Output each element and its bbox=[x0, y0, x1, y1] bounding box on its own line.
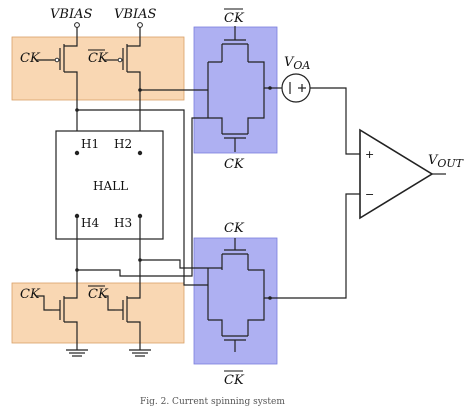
switch-bottom-label-top: CK bbox=[224, 221, 245, 236]
hall-pin-h2: H2 bbox=[114, 137, 132, 151]
vbias-label-1: VBIAS bbox=[50, 7, 92, 22]
figure-caption: Fig. 2. Current spinning system bbox=[140, 397, 285, 406]
bottom-ground-switch-region bbox=[11, 282, 185, 344]
opamp-plus: + bbox=[365, 148, 374, 161]
bottom-chopper-switch bbox=[207, 238, 272, 352]
hall-pin-h1: H1 bbox=[81, 137, 99, 151]
ck-bottom-label-1: CK bbox=[20, 287, 41, 302]
ground-icon-1 bbox=[66, 345, 88, 357]
vbias-terminal-1 bbox=[74, 22, 80, 28]
switch-top-label-top: CK bbox=[224, 11, 245, 26]
voa-label: VOA bbox=[284, 55, 310, 72]
hall-pin-h4: H4 bbox=[81, 216, 99, 230]
vout-label: VOUT bbox=[428, 153, 465, 170]
opamp-minus: − bbox=[365, 188, 374, 201]
switch-top-label-bottom: CK bbox=[224, 157, 245, 172]
hall-pin-h3: H3 bbox=[114, 216, 132, 230]
vbias-label-2: VBIAS bbox=[114, 7, 156, 22]
ck-top-label-1: CK bbox=[20, 51, 41, 66]
ck-bottom-label-2: CK bbox=[88, 287, 109, 302]
top-chopper-switch bbox=[207, 26, 272, 152]
top-transistor-2 bbox=[117, 27, 141, 93]
ck-top-label-2: CK bbox=[88, 51, 109, 66]
hall-title: HALL bbox=[93, 179, 128, 193]
opamp-triangle bbox=[359, 128, 434, 220]
ground-icon-2 bbox=[129, 345, 151, 357]
hall-sensor-box bbox=[55, 130, 164, 240]
bottom-transistor-1 bbox=[52, 290, 78, 345]
bottom-transistor-2 bbox=[115, 290, 141, 345]
switch-bottom-label-bottom: CK bbox=[224, 373, 245, 388]
top-transistor-1 bbox=[54, 27, 78, 93]
vbias-terminal-2 bbox=[137, 22, 143, 28]
